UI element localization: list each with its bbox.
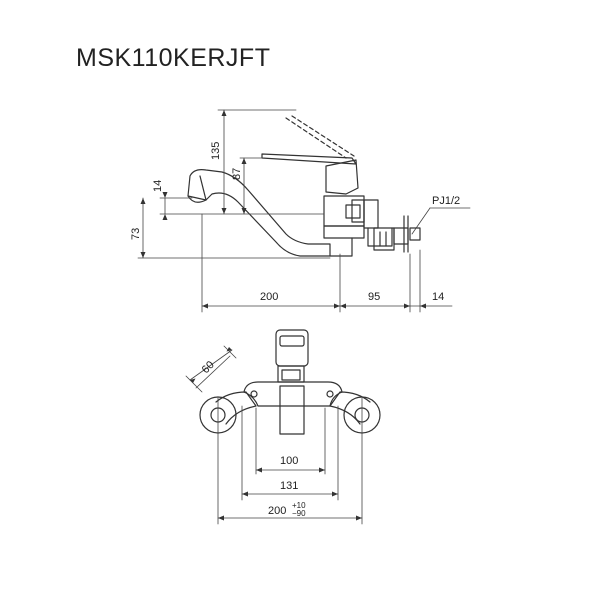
pipe-thread-label: PJ1/2: [432, 195, 460, 207]
side-view-dimension-lines: [137, 109, 471, 313]
dim-87-label: 87: [231, 168, 243, 180]
tolerance-minus-label: −90: [292, 509, 306, 518]
dim-200-top-label: 200: [268, 505, 286, 517]
dim-95-label: 95: [368, 291, 380, 303]
dim-14-horizontal-label: 14: [432, 291, 444, 303]
top-view-arrowheads: [190, 347, 362, 521]
dim-135-label: 135: [210, 142, 222, 160]
top-view-faucet: [199, 329, 381, 435]
dim-200-side-label: 200: [260, 291, 278, 303]
dim-60-label: 60: [200, 359, 217, 376]
side-view-faucet: [187, 115, 421, 257]
dim-14-vertical-label: 14: [152, 180, 164, 192]
dim-73-label: 73: [130, 228, 142, 240]
top-view-dimension-lines: [185, 345, 363, 525]
model-title: MSK110KERJFT: [76, 44, 271, 72]
dim-131-label: 131: [280, 480, 298, 492]
side-view-arrowheads: [140, 110, 426, 309]
dim-100-label: 100: [280, 455, 298, 467]
tolerance-plus-label: +10: [292, 501, 306, 510]
